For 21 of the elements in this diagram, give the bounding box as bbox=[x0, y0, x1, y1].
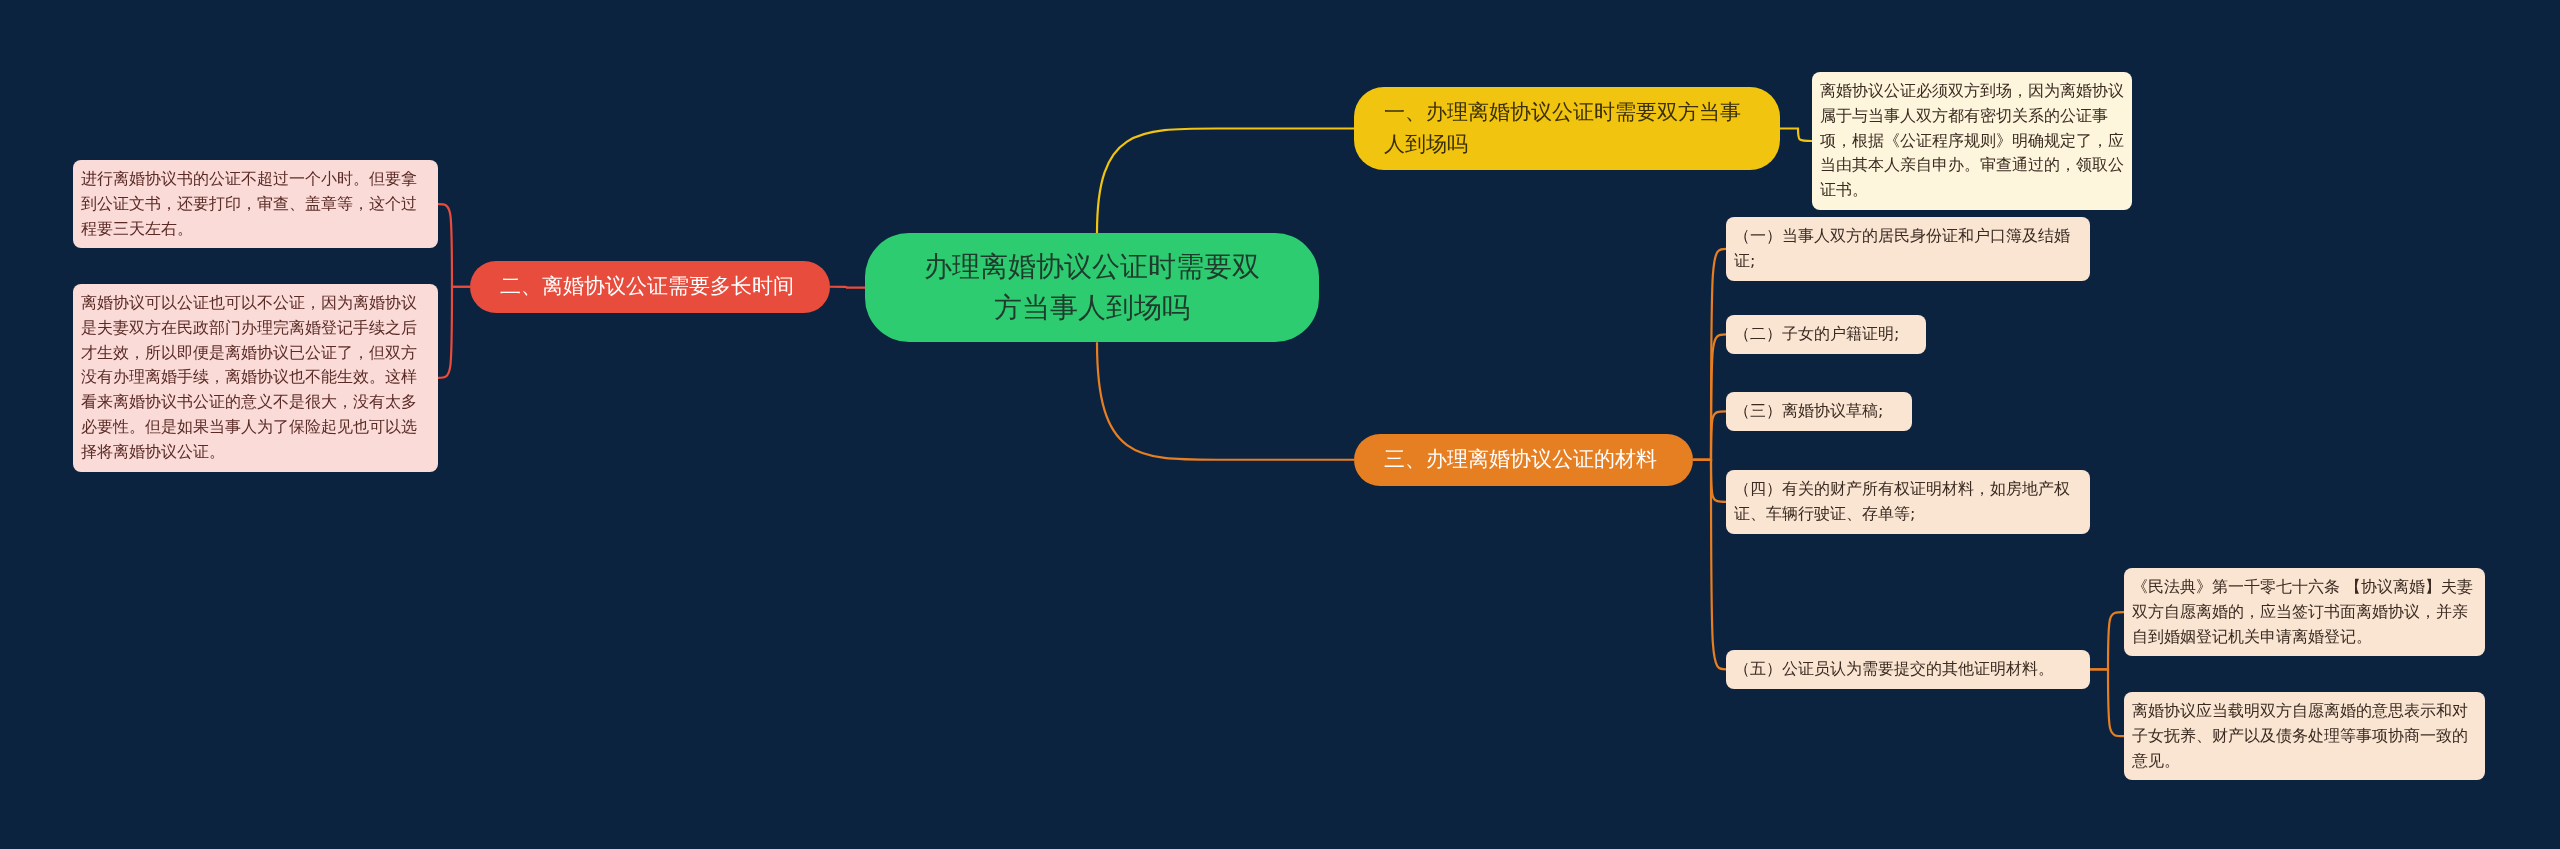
connector-line bbox=[2090, 668, 2124, 738]
topic-box: 办理离婚协议公证时需要双方当事人到场吗 bbox=[865, 233, 1319, 343]
branch-box: 二、离婚协议公证需要多长时间 bbox=[470, 261, 830, 313]
branch-box: 三、办理离婚协议公证的材料 bbox=[1354, 434, 1693, 486]
note-box: （一）当事人双方的居民身份证和户口簿及结婚证; bbox=[1726, 217, 2090, 281]
note-box: （三）离婚协议草稿; bbox=[1726, 392, 1912, 431]
note-box: （五）公证员认为需要提交的其他证明材料。 bbox=[1726, 650, 2090, 689]
connector-line bbox=[1095, 127, 1354, 234]
connector-line bbox=[438, 285, 470, 379]
note-box: 离婚协议公证必须双方到场，因为离婚协议属于与当事人双方都有密切关系的公证事项，根据《公证程序规则》明确规定了，应当由其本人亲自申办。审查通过的，领取公证书。 bbox=[1812, 72, 2132, 210]
connector-line bbox=[830, 285, 865, 289]
note-box: （四）有关的财产所有权证明材料，如房地产权证、车辆行驶证、存单等; bbox=[1726, 470, 2090, 534]
branch-box: 一、办理离婚协议公证时需要双方当事人到场吗 bbox=[1354, 87, 1780, 170]
note-box: （二）子女的户籍证明; bbox=[1726, 315, 1926, 354]
note-box: 《民法典》第一千零七十六条 【协议离婚】夫妻双方自愿离婚的，应当签订书面离婚协议，并亲自到婚姻登记机关申请离婚登记。 bbox=[2124, 568, 2485, 657]
connector-line bbox=[1693, 458, 1727, 671]
connector-line bbox=[1095, 342, 1354, 461]
note-box: 进行离婚协议书的公证不超过一个小时。但要拿到公证文书，还要打印，审查、盖章等，这个过程要三天左右。 bbox=[73, 160, 438, 249]
note-box: 离婚协议应当载明双方自愿离婚的意思表示和对子女抚养、财产以及债务处理等事项协商一致的意见。 bbox=[2124, 692, 2485, 781]
note-box: 离婚协议可以公证也可以不公证，因为离婚协议是夫妻双方在民政部门办理完离婚登记手续之后才生效，所以即便是离婚协议已公证了，但双方没有办理离婚手续，离婚协议也不能生效。这样看来离婚协议书公证的意义不是很大，没有太多必要性。但是如果当事人为了保险起见也可以选择将离婚协议公证。 bbox=[73, 284, 438, 472]
connector-line bbox=[1780, 127, 1812, 143]
